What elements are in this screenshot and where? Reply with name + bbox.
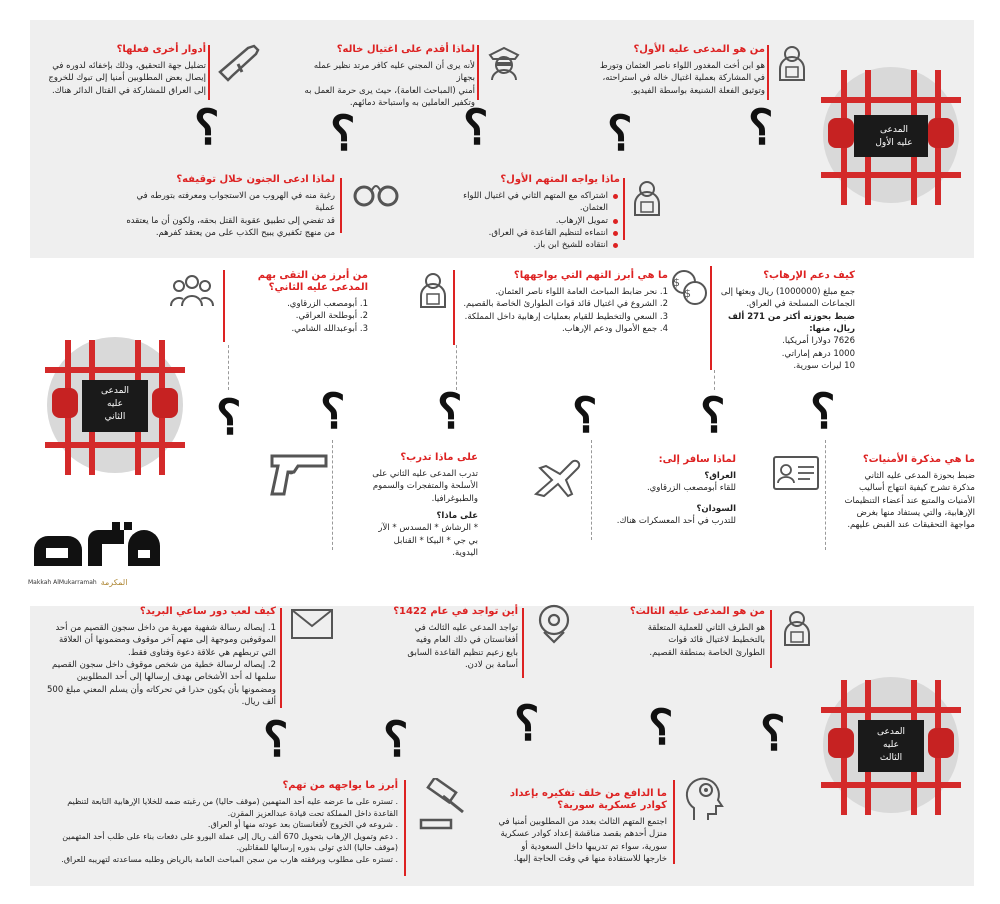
third-mail-block: كيف لعب دور ساعي البريد؟ 1. إيصاله رسالة… [47,606,276,707]
pistol-icon [268,450,330,502]
question-mark-icon: ؟ [463,100,489,156]
svg-text:$: $ [684,287,691,300]
coins-icon: $$ [670,268,708,310]
handcuffs-icon [352,176,400,214]
first-who-block: من هو المدعى عليه الأول؟ هو ابن أخت المغ… [599,44,765,96]
question-mark-icon: ؟ [572,388,598,444]
question-mark-icon: ؟ [194,100,220,156]
rifle-icon [218,42,264,86]
third-charges-block: أبرز ما يواجهه من تهم؟ . تستره على ما عر… [61,780,398,864]
question-mark-icon: ؟ [648,700,674,756]
first-insanity-block: لماذا ادعى الجنون خلال توقيفه؟ رغبة منه … [126,174,335,238]
badge-label-third: المدعى عليه الثالث [876,727,906,764]
logo-mark-icon [34,522,160,566]
airplane-icon [532,454,582,504]
badge-label-second: المدعى عليه الثاني [100,386,130,423]
logo-sub-en: Makkah AlMukarramah [28,579,97,586]
question-mark-icon: ؟ [748,100,774,156]
first-other-roles-block: أدوار أخرى فعلها؟ تضليل جهة التحقيق، وذل… [48,44,206,96]
head-gear-icon [684,770,728,826]
question-mark-icon: ؟ [700,388,726,444]
id-card-icon [772,455,820,495]
question-mark-icon: ؟ [810,384,836,440]
person-vest-icon [777,45,807,85]
question-mark-icon: ؟ [514,696,540,752]
logo-sub-ar: المكرمة [100,578,128,587]
envelope-icon [290,608,334,644]
jail-badge-third [821,677,961,815]
third-1422-block: أين تواجد في عام 1422؟ تواجد المدعى عليه… [393,606,518,670]
person-vest-icon [782,610,812,650]
jail-badge-second [45,337,185,475]
question-mark-icon: ؟ [330,106,356,162]
question-mark-icon: ؟ [760,706,786,762]
makkah-logo: Makkah AlMukarramah المكرمة [28,520,178,592]
second-travel-block: لماذا سافر إلى: العراق؟ للقاء أبومصعب ال… [616,454,736,526]
second-met-block: من أبرز من التقى بهم المدعى عليه الثاني؟… [257,270,368,334]
svg-text:$: $ [673,276,680,289]
second-charges-block: ما هي أبرز التهم التي يواجهها؟ 1. نحر ضا… [463,270,668,334]
third-who-block: من هو المدعى عليه الثالث؟ هو الطرف الثان… [629,606,765,658]
first-motive-block: لماذا أقدم على اغتيال خاله؟ لأنه يرى أن … [304,44,475,108]
gavel-icon [415,775,471,834]
person-vest-icon [632,180,662,220]
third-motive-block: ما الدافع من خلف تفكيره بإعداد كوادر عسك… [498,788,667,864]
location-pin-icon [536,604,572,648]
police-officer-icon [487,45,521,85]
section-third-defendant [30,606,974,886]
question-mark-icon: ؟ [216,390,242,446]
first-charges-block: ماذا يواجه المتهم الأول؟ اشتراكه مع المت… [440,174,620,252]
group-people-icon [169,272,215,312]
question-mark-icon: ؟ [437,384,463,440]
badge-label-first: المدعى عليه الأول [875,125,913,149]
jail-badge-first [821,67,961,205]
question-mark-icon: ؟ [383,712,409,768]
question-mark-icon: ؟ [263,712,289,768]
second-training-block: على ماذا تدرب؟ تدرب المدعى عليه الثاني ع… [372,452,478,558]
question-mark-icon: ؟ [320,384,346,440]
question-mark-icon: ؟ [607,106,633,162]
person-vest-icon [418,272,448,312]
second-memo-block: ما هي مذكرة الأمنيات؟ ضبط بحوزة المدعى ع… [844,454,975,531]
second-funding-block: كيف دعم الإرهاب؟ جمع مبلغ (1000000) ريال… [720,270,855,371]
